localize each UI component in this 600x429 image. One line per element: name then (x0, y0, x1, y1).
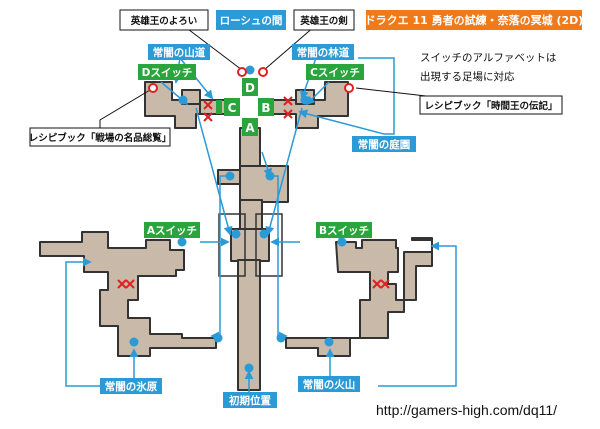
blocker-x-c2 (283, 109, 293, 119)
label-volcano: 常闇の火山 (303, 378, 356, 391)
item-recipe-left-bg (29, 127, 171, 147)
blocker-x-d2 (203, 112, 213, 122)
warp-dot-chamber-left (231, 229, 241, 239)
label-mountain: 常闇の山道 (153, 46, 206, 59)
label-start: 初期位置 (229, 394, 271, 407)
platform-c (224, 98, 240, 116)
switch-a-label: Aスイッチ (147, 225, 197, 237)
junction-box-left (218, 213, 246, 277)
label-ice-bg (100, 378, 162, 394)
warp-dot-ice (129, 337, 139, 347)
warp-dot-b-switch (337, 237, 347, 247)
label-garden: 常闇の庭園 (358, 138, 411, 151)
route-left-long (195, 107, 233, 236)
item-labels: 英雄王のよろい 英雄王の剣 レシピブック「戦場の名品総覧」 レシピブック「時間王… (29, 9, 563, 147)
label-start-bg (223, 392, 277, 408)
switch-d-bg (138, 64, 196, 80)
label-rosh-bg (216, 10, 286, 30)
location-labels: ローシュの間 常闇の山道 常闇の林道 常闇の庭園 常闇の氷原 常闇の火山 初期位… (100, 10, 416, 408)
route-garden-2 (298, 109, 385, 135)
platform-a (242, 118, 258, 136)
map-title: ドラクエ 11 勇者の試練・奈落の冥城 (2D) (365, 10, 584, 30)
warp-dot-volcano (324, 337, 334, 347)
warp-dot-left-shaft (213, 333, 223, 343)
chest-recipe-right (344, 83, 354, 93)
item-armor-bg (119, 9, 209, 31)
warp-dot-top (245, 65, 255, 75)
label-ice: 常闇の氷原 (105, 380, 158, 393)
platform-b (258, 98, 274, 116)
volcano-floor (285, 237, 433, 357)
route-volcano (378, 241, 457, 387)
label-garden-bg (352, 136, 416, 152)
warp-dot-tower (265, 171, 275, 181)
blocker-x-a2 (125, 279, 135, 289)
blocker-x-c1 (283, 96, 293, 106)
platform-d-label: D (245, 81, 255, 95)
warp-dot-right-shaft (276, 333, 286, 343)
platform-b-label: B (261, 101, 270, 115)
route-garden-1 (358, 57, 395, 135)
title-text: ドラクエ 11 勇者の試練・奈落の冥城 (2D) (365, 13, 584, 27)
central-vertical (239, 199, 263, 231)
item-armor: 英雄王のよろい (131, 15, 198, 27)
warp-dot-start (244, 363, 254, 373)
chest-armor (237, 67, 247, 77)
warp-dot-a-switch (177, 237, 187, 247)
switch-a-bg (144, 222, 200, 238)
switch-b-label: Bスイッチ (319, 225, 369, 237)
switch-labels: Dスイッチ Cスイッチ Aスイッチ Bスイッチ (138, 64, 372, 238)
route-right-long (265, 107, 303, 236)
line-recipe-left (99, 89, 151, 134)
platform-a-label: A (245, 121, 255, 135)
warp-dot-forest (300, 95, 310, 105)
platform-mid-left (216, 100, 222, 114)
note-line-2: 出現する足場に対応 (420, 70, 515, 83)
label-volcano-bg (298, 376, 360, 392)
route-c-switch (305, 81, 330, 106)
switch-c-label: Cスイッチ (310, 67, 360, 79)
note-line-1: スイッチのアルファベットは (420, 52, 556, 64)
blocker-x-d1 (203, 100, 213, 110)
item-sword-bg (293, 9, 355, 31)
warp-dot-left-hall (225, 171, 235, 181)
treasure-markers (148, 67, 354, 93)
item-recipe-right-bg (419, 95, 563, 115)
item-recipe-right: レシピブック「時間王の伝記」 (424, 100, 557, 112)
source-url: http://gamers-high.com/dq11/ (376, 402, 557, 418)
blocker-x-b2 (380, 279, 390, 289)
platform-c-label: C (228, 101, 237, 115)
blocker-x-a1 (117, 279, 127, 289)
warp-dot-chamber-right (259, 229, 269, 239)
warp-dot-mountain (178, 95, 188, 105)
switch-c-bg (306, 64, 364, 80)
chest-sword (258, 67, 268, 77)
platform-tiles: D C B A (216, 78, 274, 136)
label-rosh: ローシュの間 (220, 15, 283, 27)
switch-d-label: Dスイッチ (142, 67, 193, 79)
item-sword: 英雄王の剣 (300, 15, 348, 27)
label-forest: 常闇の林道 (297, 46, 350, 59)
route-ice (65, 257, 108, 387)
switch-b-bg (316, 222, 372, 238)
junction-box-right (255, 213, 283, 277)
item-recipe-left: レシピブック「戦場の名品総覧」 (29, 132, 172, 144)
blockers (117, 96, 390, 289)
platform-d (242, 78, 258, 96)
blocker-x-b1 (372, 279, 382, 289)
chest-recipe-left (148, 83, 158, 93)
label-mountain-bg (148, 44, 210, 60)
junction-boxes (218, 213, 283, 277)
title-bg (366, 10, 582, 30)
label-forest-bg (292, 44, 354, 60)
warp-markers (129, 65, 347, 373)
